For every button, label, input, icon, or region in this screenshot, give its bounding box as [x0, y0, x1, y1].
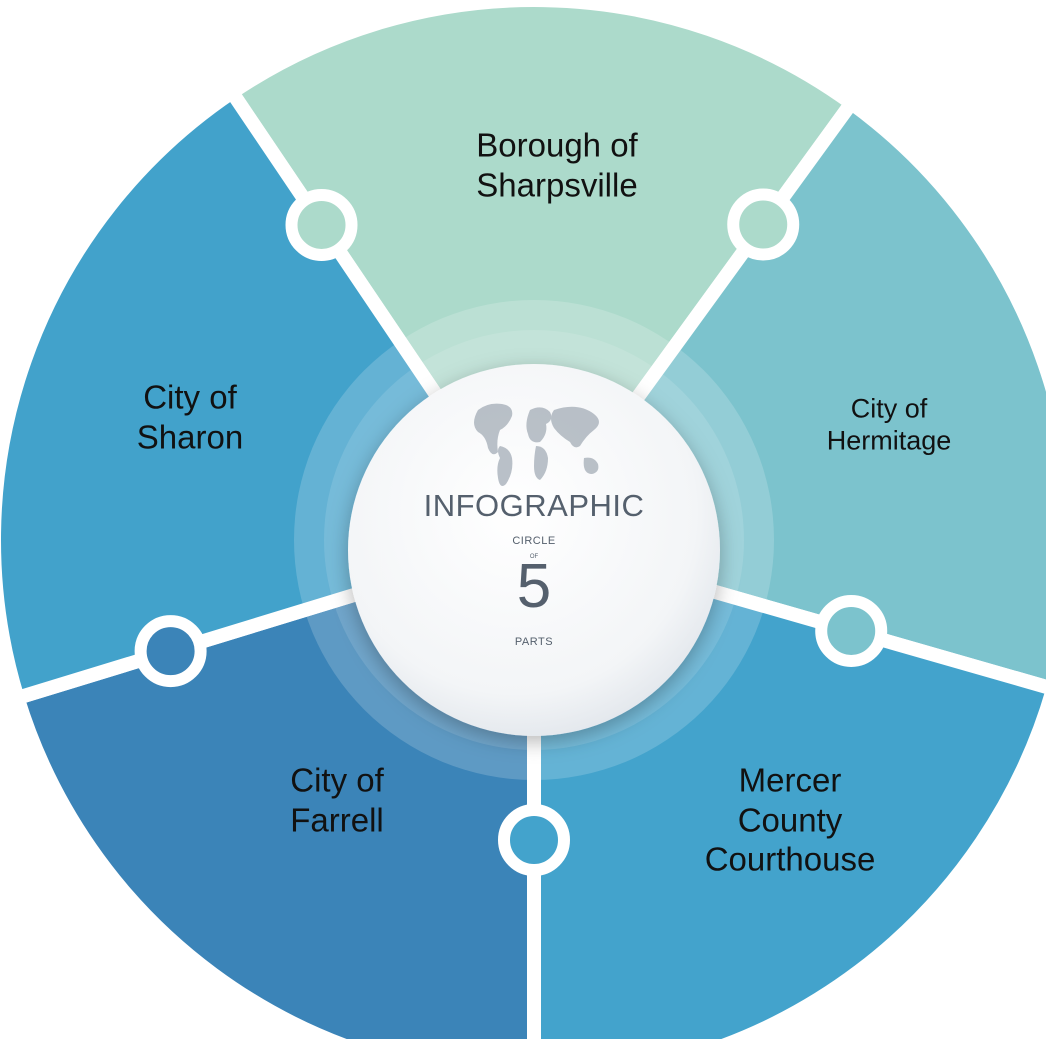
puzzle-knob-sharpsville-hermitage: [727, 188, 800, 261]
puzzle-knob-sharpsville-sharon: [285, 188, 358, 261]
puzzle-knob-farrell-sharon: [134, 615, 207, 688]
center-of: OF: [529, 554, 539, 560]
center-disc: [348, 364, 720, 736]
world-map-icon: [474, 403, 599, 486]
puzzle-knob-hermitage-mercer: [815, 594, 888, 667]
center-title: INFOGRAPHIC: [423, 488, 645, 523]
center-parts: PARTS: [514, 636, 554, 648]
puzzle-knob-mercer-farrell: [498, 804, 570, 876]
center-number: 5: [516, 552, 552, 621]
center-subtitle: CIRCLE: [512, 535, 556, 547]
